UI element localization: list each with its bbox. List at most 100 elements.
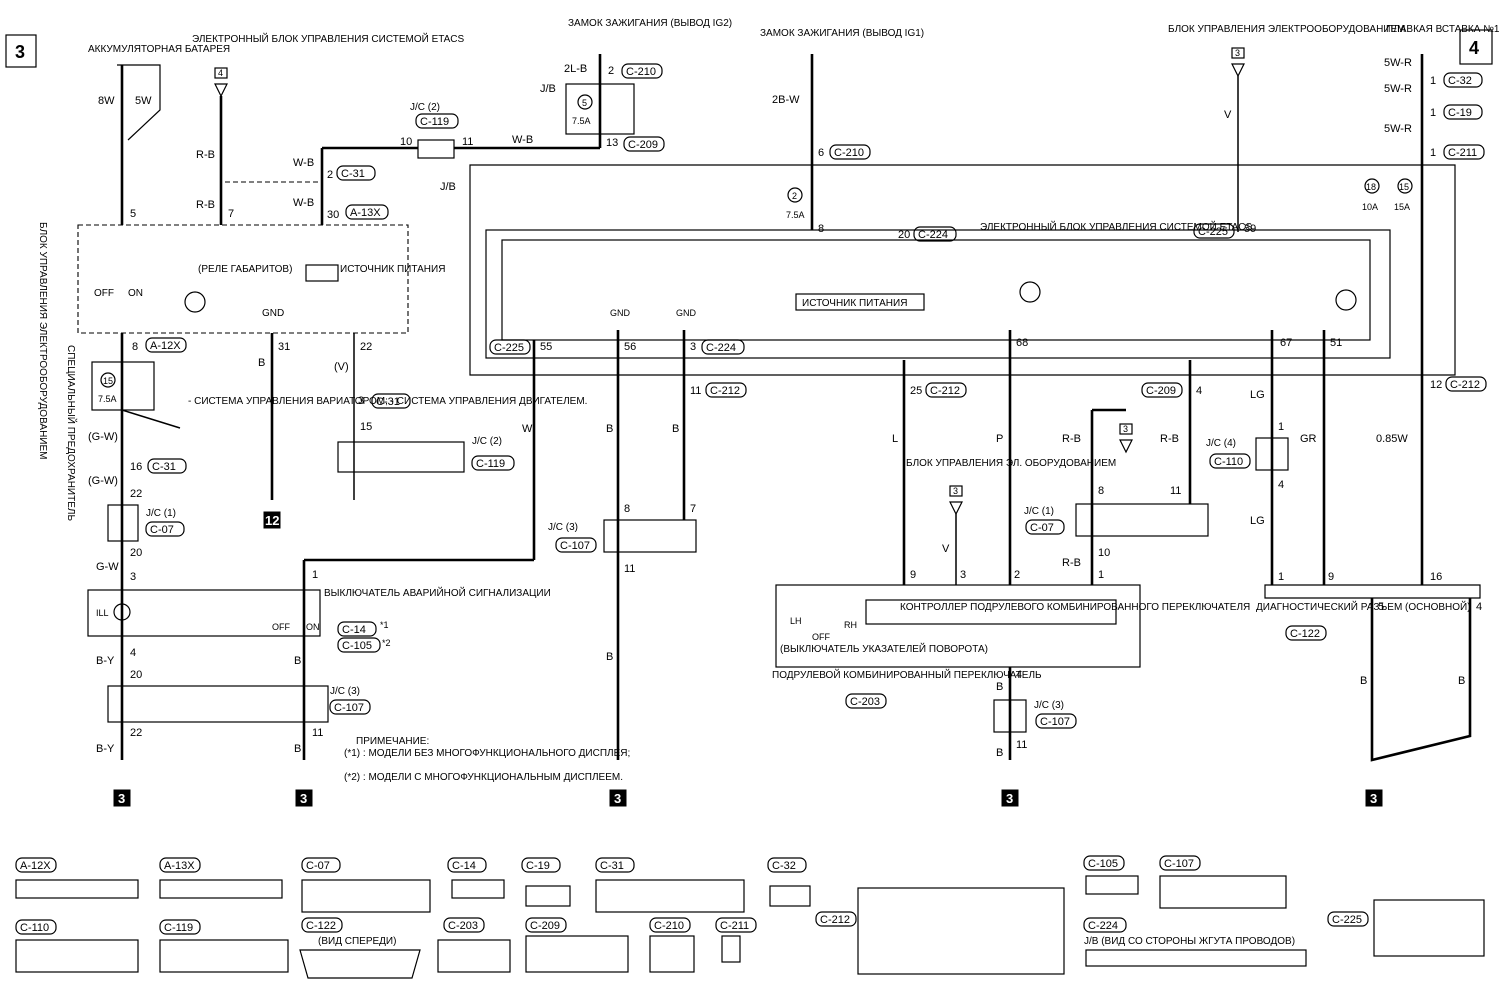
conn-c119-b [471, 455, 515, 471]
pin-1d: 1 [1430, 75, 1436, 87]
wire-b-10: B [1458, 675, 1465, 687]
ref-3b-arrow [1231, 63, 1245, 78]
pin-3: 3 [130, 571, 136, 583]
face-c119-name: C-119 [164, 922, 193, 934]
wire-b-y-2: B-Y [96, 743, 115, 755]
jc2-top-label: J/C (2) [410, 102, 440, 113]
jb-fuse-box [565, 83, 635, 135]
face-c212-name: C-212 [820, 914, 850, 926]
ref-3c [1119, 423, 1133, 435]
face-c14-name: C-14 [452, 860, 476, 872]
wire-5w: 5W [135, 95, 152, 107]
pin-5: 5 [130, 208, 136, 220]
pin-1g: 1 [1278, 571, 1284, 583]
conn-c107-b-label: C-107 [560, 540, 590, 552]
rh-label: RH [844, 620, 857, 630]
pin-22c: 22 [360, 341, 372, 353]
face-c31 [595, 879, 745, 913]
jb-view-label: J/B (ВИД СО СТОРОНЫ ЖГУТА ПРОВОДОВ) [1084, 936, 1295, 947]
pin-3c: 3 [690, 341, 696, 353]
special-fuse-box [77, 224, 409, 334]
wire-l-label: L [892, 433, 898, 445]
ground-mark-3-num: 3 [614, 791, 621, 806]
fuse-2-num: 2 [792, 191, 797, 201]
wire-w-b-1: W-B [293, 157, 314, 169]
fuse-2-rating: 7.5A [786, 210, 805, 220]
face-c31-name: C-31 [600, 860, 624, 872]
ref-4a-num: 4 [218, 68, 223, 78]
face-c31-tag [595, 857, 635, 873]
pin-8b: 8 [818, 223, 824, 235]
face-c209-tag [525, 917, 567, 933]
conn-c122 [1285, 625, 1327, 641]
jc3-box-a [107, 685, 329, 723]
jc3-b-label: J/C (3) [548, 522, 578, 533]
face-c212 [857, 887, 1065, 975]
face-c224 [1085, 949, 1307, 967]
gnd-1: GND [262, 308, 284, 319]
face-a12x [15, 879, 139, 899]
pin-7: 7 [690, 503, 696, 515]
pin-4b: 4 [1016, 669, 1022, 681]
hazard-lamp [113, 603, 131, 621]
face-c105 [1085, 875, 1139, 895]
face-a13x-name: A-13X [164, 860, 195, 872]
page-number-right: 4 [1469, 38, 1479, 58]
relay-label: (РЕЛЕ ГАБАРИТОВ) [198, 264, 292, 275]
conn-c203-label: C-203 [850, 696, 880, 708]
pin-11b: 11 [312, 727, 323, 739]
conn-a12x-label: A-12X [150, 340, 181, 352]
pin-20b: 20 [130, 669, 142, 681]
face-c210-name: C-210 [654, 920, 684, 932]
pin-15: 15 [360, 421, 372, 433]
face-c19 [525, 885, 571, 907]
face-c107 [1159, 875, 1287, 909]
ground-mark-1 [113, 789, 131, 807]
fuse-15-circle [100, 372, 116, 388]
conn-c31-b [147, 458, 187, 474]
fuse-15b-num: 15 [1399, 182, 1409, 192]
wire-b-8: B [996, 747, 1003, 759]
ref-3c-arrow [1119, 439, 1133, 454]
pin-1c: 1 [1278, 421, 1284, 433]
pin-9: 9 [910, 569, 916, 581]
ground-mark-12-num: 12 [265, 513, 279, 528]
face-c14 [451, 879, 505, 899]
pin-3d: 3 [960, 569, 966, 581]
on-2: ON [306, 622, 320, 632]
ref-3b [1231, 47, 1245, 59]
wire-diag-b [1370, 598, 1472, 762]
pin-59: 59 [1244, 223, 1256, 235]
conn-c212-a-label: C-212 [710, 385, 740, 397]
ref-3a [949, 485, 963, 497]
conn-c209-b [1141, 382, 1183, 398]
face-c14-tag [447, 857, 487, 873]
wire-b-6: B [606, 651, 613, 663]
jc3-box-c [993, 699, 1027, 733]
face-c203-name: C-203 [448, 920, 478, 932]
pin-11: 11 [462, 136, 473, 148]
conn-c210-a [621, 63, 663, 79]
conn-c225-b [489, 339, 531, 355]
note-line1: (*1) : МОДЕЛИ БЕЗ МНОГОФУНКЦИОНАЛЬНОГО Д… [344, 748, 630, 759]
fuse-5-num: 5 [582, 98, 587, 108]
ground-mark-4-num: 3 [1006, 791, 1013, 806]
pin-13: 13 [606, 137, 618, 149]
fuse-18-circle [1364, 178, 1380, 194]
wire-r-b-4: R-B [1062, 557, 1081, 569]
jc2-top-box [417, 139, 455, 159]
ground-mark-5-num: 3 [1370, 791, 1377, 806]
conn-c107-c [1035, 713, 1077, 729]
face-a12x-name: A-12X [20, 860, 51, 872]
conn-c119-top [415, 113, 459, 129]
ref-3a-arrow [949, 501, 963, 516]
ref-3c-num: 3 [1123, 424, 1128, 434]
wire-v-1: (V) [334, 361, 349, 373]
pin-2: 2 [327, 169, 333, 181]
face-c119 [159, 939, 289, 973]
conn-c107-a-label: C-107 [334, 702, 364, 714]
pin-51: 51 [1330, 337, 1342, 349]
conn-c32 [1443, 72, 1483, 88]
jc4-box [1255, 437, 1289, 471]
wire-w-label: W [522, 423, 533, 435]
